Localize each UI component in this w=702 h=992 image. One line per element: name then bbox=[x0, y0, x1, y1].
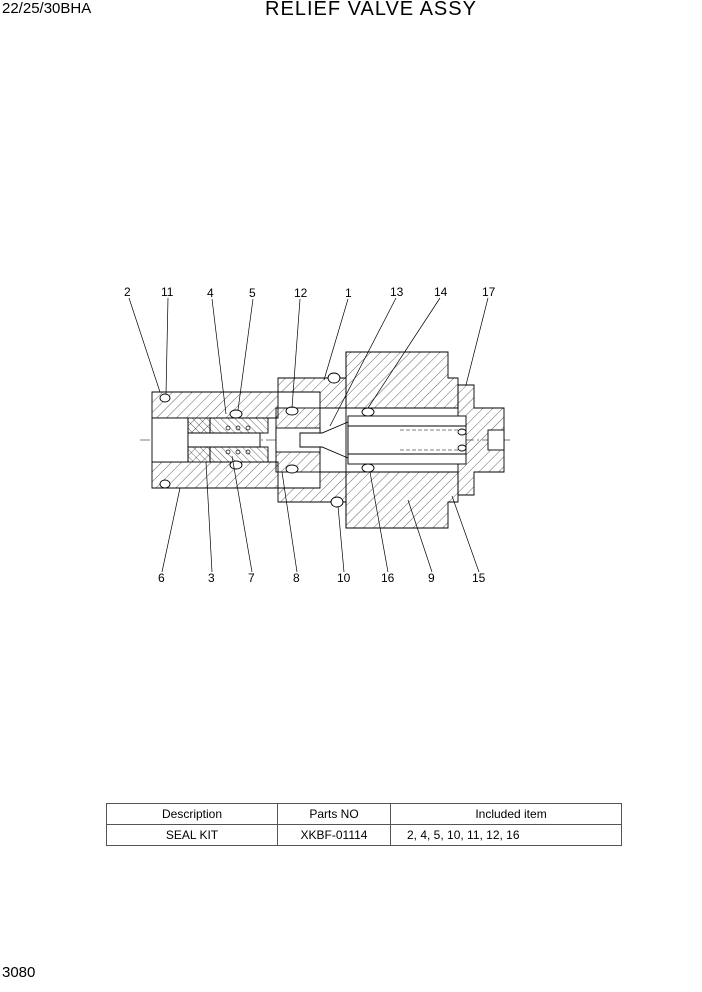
column-header: Parts NO bbox=[277, 803, 391, 825]
leader-lines bbox=[128, 297, 489, 573]
callout-label: 7 bbox=[248, 571, 255, 585]
table-row: SEAL KIT XKBF-01114 2, 4, 5, 10, 11, 12,… bbox=[106, 824, 622, 846]
page-title: RELIEF VALVE ASSY bbox=[265, 0, 477, 20]
callout-label: 3 bbox=[208, 571, 215, 585]
callout-label: 9 bbox=[428, 571, 435, 585]
seal-kit-table: Description Parts NO Included item SEAL … bbox=[106, 803, 622, 846]
callout-label: 17 bbox=[482, 285, 496, 299]
callout-label: 15 bbox=[472, 571, 486, 585]
callout-label: 13 bbox=[390, 285, 404, 299]
callout-label: 2 bbox=[124, 285, 131, 299]
callout-label: 14 bbox=[434, 285, 448, 299]
cell-included-items: 2, 4, 5, 10, 11, 12, 16 bbox=[390, 824, 622, 846]
cell-part-no: XKBF-01114 bbox=[277, 824, 391, 846]
table-header-row: Description Parts NO Included item bbox=[106, 803, 622, 825]
callouts-bottom: 6 3 7 8 10 16 9 15 bbox=[158, 571, 486, 585]
callout-label: 4 bbox=[207, 286, 214, 300]
callout-label: 12 bbox=[294, 286, 308, 300]
callout-label: 6 bbox=[158, 571, 165, 585]
valve-section bbox=[140, 351, 512, 529]
page-number: 3080 bbox=[2, 964, 36, 981]
callout-label: 11 bbox=[161, 285, 174, 299]
callouts-top: 2 11 4 5 12 1 13 14 17 bbox=[124, 285, 496, 300]
column-header: Included item bbox=[390, 803, 622, 825]
callout-label: 16 bbox=[381, 571, 395, 585]
callout-label: 8 bbox=[293, 571, 300, 585]
cell-description: SEAL KIT bbox=[106, 824, 278, 846]
column-header: Description bbox=[106, 803, 278, 825]
model-code: 22/25/30BHA bbox=[2, 0, 92, 17]
callout-label: 5 bbox=[249, 286, 256, 300]
callout-label: 1 bbox=[345, 286, 352, 300]
callout-label: 10 bbox=[337, 571, 351, 585]
